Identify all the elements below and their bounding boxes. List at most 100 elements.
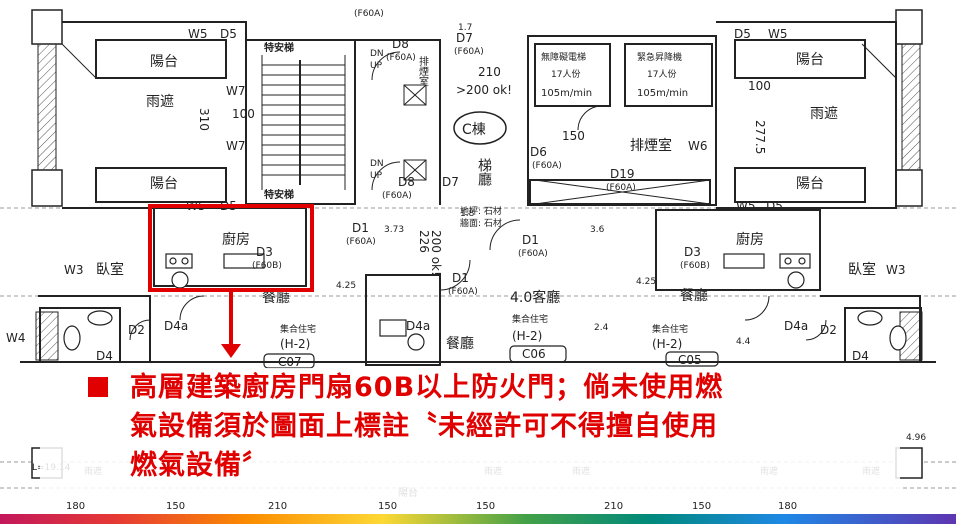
door-tag-d3-right: D3 <box>684 245 701 259</box>
special-stair-top-label: 特安梯 <box>264 41 294 54</box>
stair-treads <box>261 55 346 190</box>
dimension-150: 150 <box>562 129 585 143</box>
door-tag-d4-left: D4 <box>96 349 113 363</box>
door-tag-d7-bottom: D7 <box>442 175 459 189</box>
bottom-dimension-label: 150 <box>476 501 495 512</box>
bedroom-right-label: 臥室 <box>848 261 876 278</box>
unit-type-c07: 集合住宅 <box>280 323 316 335</box>
fire-rating-f60b-left: (F60B) <box>252 261 282 271</box>
elevator-emergency-speed: 105m/min <box>637 88 688 99</box>
dimension-3-73: 3.73 <box>384 225 404 235</box>
door-tag-d4a-right: D4a <box>784 319 808 333</box>
fire-rating-f60a-top: (F60A) <box>354 9 384 19</box>
canopy-right-label: 雨遮 <box>810 106 838 122</box>
dimension-226: 226 <box>417 230 431 253</box>
note-text: 高層建築廚房門扇60B以上防火門；倘未使用燃 氣設備須於圖面上標註〝未經許可不得… <box>130 372 724 481</box>
door-tag-d3-left: D3 <box>256 245 273 259</box>
building-tag-label: C棟 <box>462 122 486 138</box>
fixtures <box>63 253 907 351</box>
door-tag-d1-b: D1 <box>522 233 539 247</box>
note-bullet-square <box>88 377 108 397</box>
unit-class-c07: (H-2) <box>280 337 310 351</box>
hatched-walls <box>35 43 923 361</box>
window-tag-w4: W4 <box>6 331 26 345</box>
window-tag-w3-left: W3 <box>64 263 84 277</box>
smoke-room-large-label: 排煙室 <box>630 137 672 154</box>
door-tag-d1-a: D1 <box>352 221 369 235</box>
door-tag-d2-left: D2 <box>128 323 145 337</box>
door-tag-d5-left: D5 <box>220 27 237 41</box>
dining-left-label: 餐廳 <box>262 289 290 306</box>
door-tag-d6: D6 <box>530 145 547 159</box>
door-tag-d1-c: D1 <box>452 271 469 285</box>
stair-up-bottom-label: UP <box>370 171 383 181</box>
dining-mid-label: 餐廳 <box>446 335 474 352</box>
dining-right-label: 餐廳 <box>680 287 708 304</box>
note-panel <box>40 368 900 500</box>
unit-type-c06: 集合住宅 <box>512 313 548 325</box>
dimension-4-25-left: 4.25 <box>336 281 356 291</box>
unit-code-c06: C06 <box>522 347 546 361</box>
dimension-200ok-top: >200 ok! <box>456 83 512 97</box>
unit-type-c05: 集合住宅 <box>652 323 688 335</box>
door-swings <box>129 51 827 341</box>
unit-tag-shapes <box>263 345 719 369</box>
floor-material-label-2: 牆面: 石材 <box>460 217 502 229</box>
dimension-277-5: 277.5 <box>753 120 767 154</box>
canopy-left-label: 雨遮 <box>146 94 174 110</box>
kitchen-left-label: 廚房 <box>222 231 250 248</box>
building-tag-ellipse <box>453 111 507 145</box>
door-tag-d5-right: D5 <box>734 27 751 41</box>
living-mid-label: 4.0客廳 <box>510 289 560 306</box>
smoke-room-small-label: 排煙室 <box>417 55 429 86</box>
door-tag-d19: D19 <box>610 167 635 181</box>
door-tag-w6: W6 <box>688 139 708 153</box>
floor-material-label-1: 地坪: 石材 <box>460 205 502 217</box>
fire-rating-f60b-right: (F60B) <box>680 261 710 271</box>
bottom-dimension-label: 150 <box>378 501 397 512</box>
door-tag-d5-right-bottom: D5 <box>766 199 783 213</box>
bottom-dimension-label: 150 <box>692 501 711 512</box>
dimension-4-96: 4.96 <box>906 433 926 443</box>
fire-rating-f60a-7: (F60A) <box>518 249 548 259</box>
door-tag-w7-a: W7 <box>226 84 246 98</box>
unit-code-c07: C07 <box>278 355 302 369</box>
bottom-dimension-label: 180 <box>66 501 85 512</box>
elevator-accessible-capacity: 17人份 <box>551 68 580 80</box>
elevator-emergency-title: 緊急昇降機 <box>637 51 682 63</box>
fire-rating-f60a-2: (F60A) <box>454 47 484 57</box>
bottom-dimension-label: 210 <box>268 501 287 512</box>
balcony-left-top-label: 陽台 <box>150 54 178 70</box>
fire-rating-f60a-1: (F60A) <box>386 53 416 63</box>
stair-dn-bottom-label: DN <box>370 159 384 169</box>
dimension-310: 310 <box>197 108 211 131</box>
dimension-200ok-mid: 200 ok! <box>429 230 443 276</box>
shaft-crosses <box>61 43 897 205</box>
bottom-dimension-label: 150 <box>166 501 185 512</box>
dimension-1-8: 1.8 <box>460 209 475 219</box>
fire-rating-f60a-5: (F60A) <box>606 183 636 193</box>
door-tag-d8-bottom: D8 <box>398 175 415 189</box>
kitchen-right-label: 廚房 <box>736 231 764 248</box>
elevator-accessible-title: 無障礙電梯 <box>541 51 586 63</box>
balcony-left-bottom-label: 陽台 <box>150 176 178 192</box>
highlight-arrow-head <box>221 344 241 358</box>
door-tag-w5-left: W5 <box>188 27 208 41</box>
dimension-210: 210 <box>478 65 501 79</box>
door-tag-w7-b: W7 <box>226 139 246 153</box>
bottom-dimension-row: 180 150 210 150 150 210 150 180 <box>66 501 797 512</box>
fire-rating-f60a-4: (F60A) <box>532 161 562 171</box>
dimension-4-4: 4.4 <box>736 337 751 347</box>
special-stair-bottom-label: 特安梯 <box>264 188 294 201</box>
door-tag-d8-top: D8 <box>392 37 409 51</box>
dimension-1-7: 1.7 <box>458 23 472 33</box>
door-tag-d2-right: D2 <box>820 323 837 337</box>
door-tag-d4-right: D4 <box>852 349 869 363</box>
bottom-dimension-label: 210 <box>604 501 623 512</box>
window-tag-w3-right: W3 <box>886 263 906 277</box>
dimension-100-right: 100 <box>748 79 771 93</box>
door-tag-d7-top: D7 <box>456 31 473 45</box>
bottom-dimension-label: 180 <box>778 501 797 512</box>
fire-rating-f60a-3: (F60A) <box>382 191 412 201</box>
stair-up-top-label: UP <box>370 61 383 71</box>
